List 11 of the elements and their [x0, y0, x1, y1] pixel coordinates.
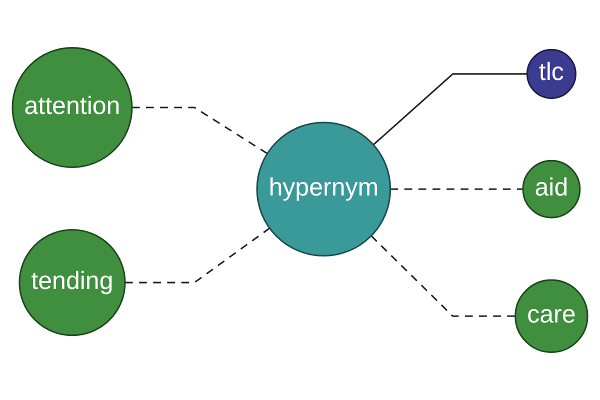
connector-line	[372, 73, 528, 146]
dashed-line	[370, 235, 516, 317]
circle-node: hypernym	[256, 122, 392, 257]
circle-node: attention	[12, 47, 133, 168]
circle-node: tlc	[526, 48, 576, 99]
dashed-line	[125, 228, 270, 284]
circle-node: tending	[18, 229, 126, 336]
circle-node: aid	[522, 160, 581, 218]
circle-node: care	[514, 279, 588, 353]
dashed-line	[390, 188, 523, 190]
dashed-line	[132, 106, 268, 154]
